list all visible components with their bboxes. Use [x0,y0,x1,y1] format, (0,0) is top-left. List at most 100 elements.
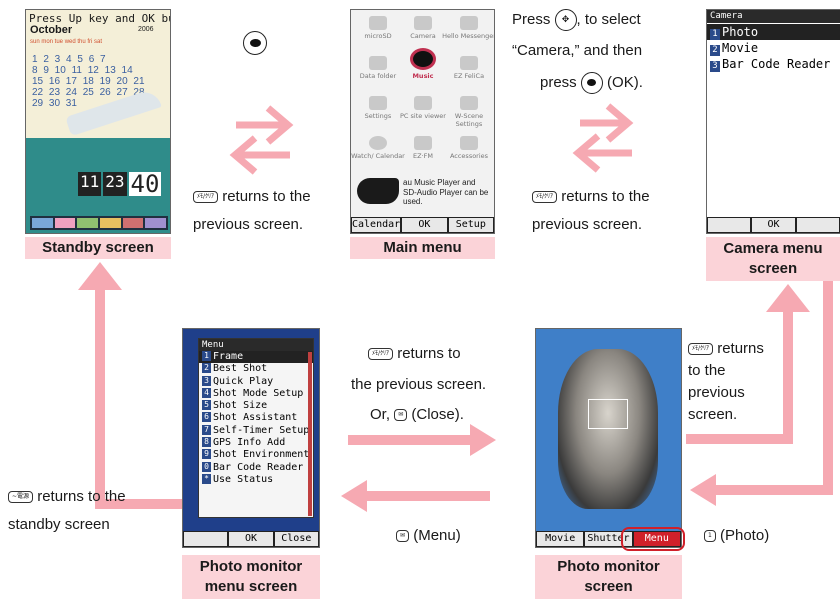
softkey-close[interactable]: Close [274,532,318,546]
calendar-week-1: 1 2 3 4 5 6 7 [32,54,106,65]
center-key-icon-2 [580,72,603,95]
menu-key-highlight [621,527,685,551]
menu-item-data-folder: Data folder [351,56,405,80]
memo-clear-key-icon-2: ﾒﾓ/ｸﾘｱ [532,191,558,204]
power-key-icon: ~電源 [8,491,34,504]
softkey-ok[interactable]: OK [402,218,447,232]
menu-item-music: Music [396,48,450,80]
camera-menu-title: Camera [707,10,840,23]
menu-item-watch-calendar: Watch/ Calendar [351,136,405,160]
menu-item-ez-fm: EZ·FM [396,136,450,160]
photo-monitor-screen: Movie Shutter Menu [535,328,682,548]
camera-back-note-2: to the [688,362,726,379]
memo-clear-key-icon: ﾒﾓ/ｸﾘｱ [193,191,219,204]
back-arrow-main-standby [229,135,290,175]
softkey-left[interactable] [184,532,228,546]
calendar-week-4: 22 23 24 25 26 27 28 [32,87,145,98]
menu-open-note: ✉ (Menu) [396,523,461,549]
photo-monitor-caption: Photo monitor screen [535,555,682,599]
photo-menu-softkeys: OK Close [183,531,319,547]
photo-menu-item-star[interactable]: *Use Status [199,473,313,486]
menu-item-pc-site-viewer: PC site viewer [396,96,450,120]
instruction-line-1: Press ✥, to select [512,7,641,33]
main-menu-screen: microSD Camera Hello Messenger Data fold… [350,9,495,234]
standby-screen: Press Up key and OK bu October 2006 sun … [25,9,171,234]
standby-banner: Press Up key and OK bu [29,12,171,25]
main-menu-caption: Main menu [350,237,495,259]
back-note-1b: previous screen. [193,216,304,233]
standby-return-note: ~電源 returns to the [8,484,126,510]
back-note-2: ﾒﾓ/ｸﾘｱ returns to the [532,184,692,210]
menu-item-microsd: microSD [351,16,405,40]
calendar-week-2: 8 9 10 11 12 13 14 [32,65,133,76]
menu-item-accessories: Accessories [442,136,494,160]
menu-back-note: ﾒﾓ/ｸﾘｱ returns to [368,341,461,367]
softkey-right[interactable] [796,218,839,232]
back-to-camera-arrow [686,300,793,444]
main-menu-softkeys: Calendar OK Setup [351,217,494,233]
menu-back-note-3: Or, ✉ (Close). [370,406,464,423]
return-to-standby-arrow [95,278,182,509]
photo-menu-title: Menu [199,339,313,351]
softkey-ok[interactable]: OK [229,532,273,546]
menu-scrollbar[interactable] [308,352,312,516]
back-note-1: ﾒﾓ/ｸﾘｱ returns to the [193,184,343,210]
toucan-icon [357,178,399,204]
softkey-ok[interactable]: OK [752,218,795,232]
calendar-week-3: 15 16 17 18 19 20 21 [32,76,145,87]
softkey-setup[interactable]: Setup [448,218,494,232]
main-menu-banner: au Music Player and SD-Audio Player can … [403,178,489,206]
softkey-shutter[interactable]: Shutter [585,532,632,546]
softkey-menu[interactable]: Menu [633,532,680,546]
softkey-left[interactable] [708,218,751,232]
camera-menu-caption: Camera menu screen [706,237,840,281]
kitten-photo [558,349,658,509]
mail-key-icon: ✉ [394,409,408,422]
center-key-icon [243,31,267,55]
direction-key-icon: ✥ [554,9,577,32]
calendar-weekdays: sun mon tue wed thu fri sat [30,39,103,45]
clock-display: 11 23 40 [78,170,162,198]
memo-clear-key-icon-4: ﾒﾓ/ｸﾘｱ [688,343,714,356]
camera-back-note-3: previous [688,384,745,401]
camera-menu-softkeys: OK [707,217,840,233]
calendar-panel: Press Up key and OK bu October 2006 sun … [26,10,171,138]
menu-item-settings: Settings [351,96,405,120]
menu-back-note-2: the previous screen. [351,376,487,393]
camera-back-note: ﾒﾓ/ｸﾘｱ returns [688,336,764,362]
instruction-line-3: press (OK). [540,70,643,96]
instruction-line-2: “Camera,” and then [512,42,643,59]
focus-frame [588,399,628,429]
softkey-calendar[interactable]: Calendar [352,218,401,232]
photo-menu-caption: Photo monitor menu screen [182,555,320,599]
camera-back-note-4: screen. [688,406,738,423]
menu-item-camera: Camera [396,16,450,40]
menu-item-hello-messenger: Hello Messenger [442,16,494,40]
photo-monitor-softkeys: Movie Shutter Menu [536,531,681,547]
softkey-movie[interactable]: Movie [537,532,584,546]
forward-arrow-standby-main [236,105,294,145]
standby-return-note-2: standby screen [8,516,110,533]
back-arrow-camera-main [572,133,632,173]
back-note-2b: previous screen. [532,216,643,233]
calendar-week-5: 29 30 31 [32,98,77,109]
menu-item-w-scene-settings: W-Scene Settings [442,96,494,128]
